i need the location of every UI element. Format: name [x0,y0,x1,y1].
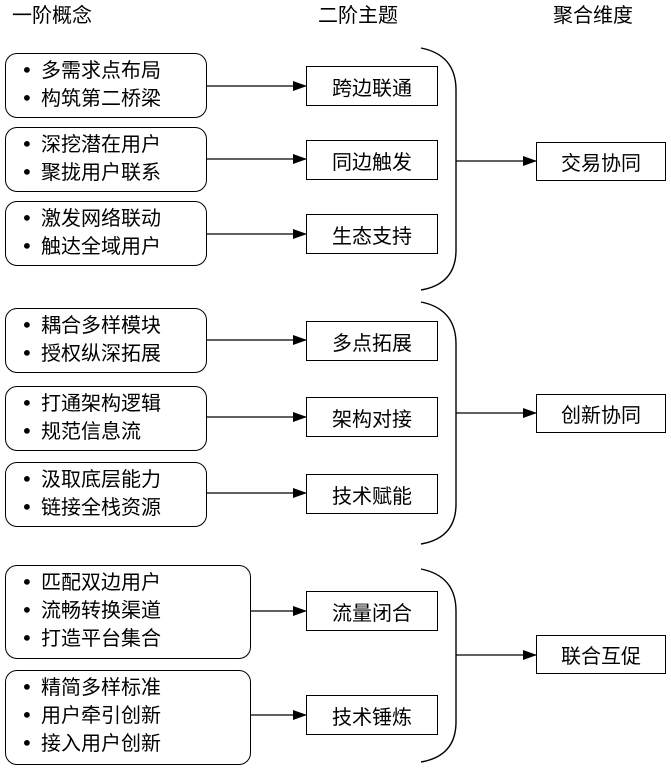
concept-item: 规范信息流 [21,417,206,445]
concept-item: 聚拢用户联系 [21,158,206,186]
header-second-order-themes: 二阶主题 [318,3,398,27]
concept-box-7: 匹配双边用户 流畅转换渠道 打造平台集合 [5,565,251,659]
concept-item: 打通架构逻辑 [21,389,206,417]
theme-box-5: 架构对接 [306,397,438,437]
concept-item: 用户牵引创新 [21,701,250,729]
bracket-group-2 [420,301,457,545]
theme-box-7: 流量闭合 [306,591,438,631]
concept-item: 深挖潜在用户 [21,130,206,158]
concept-item: 耦合多样模块 [21,311,206,339]
theme-box-3: 生态支持 [306,214,438,254]
aggregate-box-3: 联合互促 [536,635,666,674]
concept-item: 接入用户创新 [21,729,250,757]
concept-item: 打造平台集合 [21,624,250,652]
theme-box-4: 多点拓展 [306,321,438,361]
concept-item: 授权纵深拓展 [21,339,206,367]
concept-item: 激发网络联动 [21,204,206,232]
concept-item: 触达全域用户 [21,232,206,260]
concept-box-8: 精简多样标准 用户牵引创新 接入用户创新 [5,670,251,765]
concept-box-1: 多需求点布局 构筑第二桥梁 [5,53,207,118]
header-aggregate-dimensions: 聚合维度 [553,3,633,27]
header-first-order-concepts: 一阶概念 [12,3,92,27]
concept-box-5: 打通架构逻辑 规范信息流 [5,386,207,451]
concept-item: 匹配双边用户 [21,568,250,596]
theme-box-1: 跨边联通 [306,66,438,106]
bracket-group-1 [420,47,457,291]
concept-item: 汲取底层能力 [21,465,206,493]
concept-box-2: 深挖潜在用户 聚拢用户联系 [5,127,207,192]
concept-box-6: 汲取底层能力 链接全栈资源 [5,462,207,527]
theme-box-2: 同边触发 [306,140,438,180]
concept-item: 构筑第二桥梁 [21,84,206,112]
concept-item: 链接全栈资源 [21,493,206,521]
aggregate-box-1: 交易协同 [536,142,666,181]
theme-box-6: 技术赋能 [306,474,438,514]
concept-item: 多需求点布局 [21,56,206,84]
concept-item: 精简多样标准 [21,673,250,701]
concept-box-4: 耦合多样模块 授权纵深拓展 [5,308,207,373]
aggregate-box-2: 创新协同 [536,394,666,433]
theme-box-8: 技术锤炼 [306,695,438,735]
bracket-group-3 [420,568,457,763]
concept-box-3: 激发网络联动 触达全域用户 [5,201,207,266]
concept-item: 流畅转换渠道 [21,596,250,624]
